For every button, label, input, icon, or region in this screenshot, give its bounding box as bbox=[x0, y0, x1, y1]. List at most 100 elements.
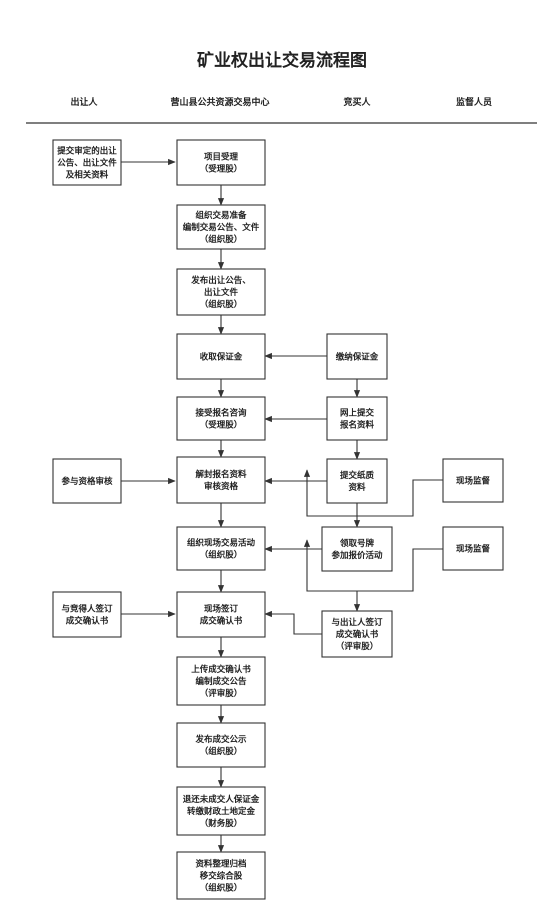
node-box bbox=[176, 396, 266, 441]
node-text-line: 成交确认书 bbox=[336, 629, 379, 640]
node-box bbox=[321, 526, 393, 572]
node-text-line: （组织股） bbox=[200, 234, 243, 245]
node-box bbox=[321, 610, 393, 658]
node-pay-deposit: 缴纳保证金 bbox=[326, 333, 388, 380]
node-text-line: 缴纳保证金 bbox=[336, 352, 379, 363]
node-text-line: 编制成交公告 bbox=[195, 676, 247, 687]
node-box bbox=[176, 204, 266, 250]
node-text-line: 资料 bbox=[348, 482, 366, 493]
node-box bbox=[176, 786, 266, 836]
arrow-supervision-2-loop bbox=[303, 539, 443, 592]
node-onsite-supervision-1: 现场监督 bbox=[442, 458, 504, 503]
node-text-line: 上传成交确认书 bbox=[191, 664, 251, 675]
node-text-line: 项目受理 bbox=[204, 152, 239, 163]
node-box bbox=[326, 458, 388, 504]
node-box bbox=[176, 591, 266, 638]
arrow-seller-sign-to-sign bbox=[264, 610, 322, 635]
node-text-line: 与竞得人签订 bbox=[61, 604, 113, 615]
node-box bbox=[176, 526, 266, 571]
node-text-line: 网上提交 bbox=[340, 408, 375, 419]
node-text-line: 接受报名咨询 bbox=[195, 408, 247, 419]
nodes: 提交审定的出让公告、出让文件及相关资料项目受理（受理股）组织交易准备编制交易公告… bbox=[52, 139, 504, 900]
node-text-line: 收取保证金 bbox=[200, 352, 243, 363]
node-box bbox=[442, 526, 504, 571]
node-text-line: 发布成交公示 bbox=[194, 734, 247, 745]
node-text-line: 提交纸质 bbox=[340, 470, 375, 481]
node-text-line: 资料整理归档 bbox=[195, 859, 247, 870]
node-text-line: 组织交易准备 bbox=[195, 210, 247, 221]
node-text-line: 现场监督 bbox=[456, 544, 491, 555]
node-text-line: 公告、出让文件 bbox=[57, 158, 117, 169]
node-box bbox=[52, 458, 122, 504]
node-text-line: 组织现场交易活动 bbox=[187, 538, 256, 549]
node-onsite-supervision-2: 现场监督 bbox=[442, 526, 504, 571]
node-text-line: 转缴财政土地定金 bbox=[187, 806, 256, 817]
lane-center: 营山县公共资源交易中心 bbox=[170, 96, 269, 108]
node-text-line: 编制交易公告、文件 bbox=[183, 222, 260, 233]
node-text-line: 现场签订 bbox=[204, 604, 239, 615]
node-box bbox=[176, 456, 266, 504]
node-publish-notice: 发布出让公告、出让文件（组织股） bbox=[176, 268, 266, 316]
node-text-line: 与出让人签订 bbox=[331, 617, 383, 628]
node-box bbox=[176, 139, 266, 186]
node-text-line: （组织股） bbox=[200, 746, 243, 757]
node-box bbox=[176, 851, 266, 900]
node-text-line: （财务股） bbox=[200, 818, 243, 829]
node-box bbox=[52, 591, 122, 638]
node-publish-result: 发布成交公示（组织股） bbox=[176, 722, 266, 768]
node-text-line: 参加报价活动 bbox=[331, 550, 383, 561]
node-text-line: 解封报名资料 bbox=[195, 469, 247, 480]
lane-supervisor: 监督人员 bbox=[456, 96, 492, 108]
node-text-line: （受理股） bbox=[200, 420, 243, 431]
arrow-supervision-1-loop bbox=[303, 469, 443, 517]
lane-bidder: 竞买人 bbox=[342, 96, 371, 108]
node-accept-inquiry: 接受报名咨询（受理股） bbox=[176, 396, 266, 441]
node-box bbox=[326, 333, 388, 380]
node-text-line: 成交确认书 bbox=[66, 616, 109, 627]
node-box bbox=[176, 722, 266, 768]
node-text-line: （评审股） bbox=[336, 641, 379, 652]
node-text-line: 发布出让公告、 bbox=[190, 275, 251, 286]
node-text-line: 报名资料 bbox=[340, 420, 375, 431]
node-project-accept: 项目受理（受理股） bbox=[176, 139, 266, 186]
node-text-line: （评审股） bbox=[200, 688, 243, 699]
page-title: 矿业权出让交易流程图 bbox=[197, 50, 367, 71]
node-box bbox=[176, 656, 266, 706]
node-text-line: 参与资格审核 bbox=[61, 476, 113, 487]
node-qualification-review: 参与资格审核 bbox=[52, 458, 122, 504]
node-box bbox=[326, 396, 388, 441]
node-text-line: （受理股） bbox=[200, 164, 243, 175]
node-text-line: 及相关资料 bbox=[66, 170, 109, 181]
node-box bbox=[52, 139, 122, 186]
node-text-line: （组织股） bbox=[200, 883, 243, 894]
node-organize-onsite: 组织现场交易活动（组织股） bbox=[176, 526, 266, 571]
node-text-line: 移交综合股 bbox=[200, 871, 243, 882]
node-text-line: 领取号牌 bbox=[339, 538, 375, 549]
node-text-line: 退还未成交人保证金 bbox=[183, 794, 260, 805]
node-text-line: （组织股） bbox=[200, 299, 243, 310]
node-text-line: （组织股） bbox=[200, 550, 243, 561]
connectors bbox=[121, 158, 443, 853]
node-text-line: 现场监督 bbox=[456, 476, 491, 487]
node-box bbox=[176, 333, 266, 380]
lane-seller: 出让人 bbox=[70, 96, 98, 108]
node-box bbox=[442, 458, 504, 503]
node-text-line: 出让文件 bbox=[204, 287, 239, 298]
node-text-line: 成交确认书 bbox=[200, 616, 243, 627]
node-text-line: 审核资格 bbox=[204, 481, 239, 492]
node-box bbox=[176, 268, 266, 316]
node-collect-deposit: 收取保证金 bbox=[176, 333, 266, 380]
